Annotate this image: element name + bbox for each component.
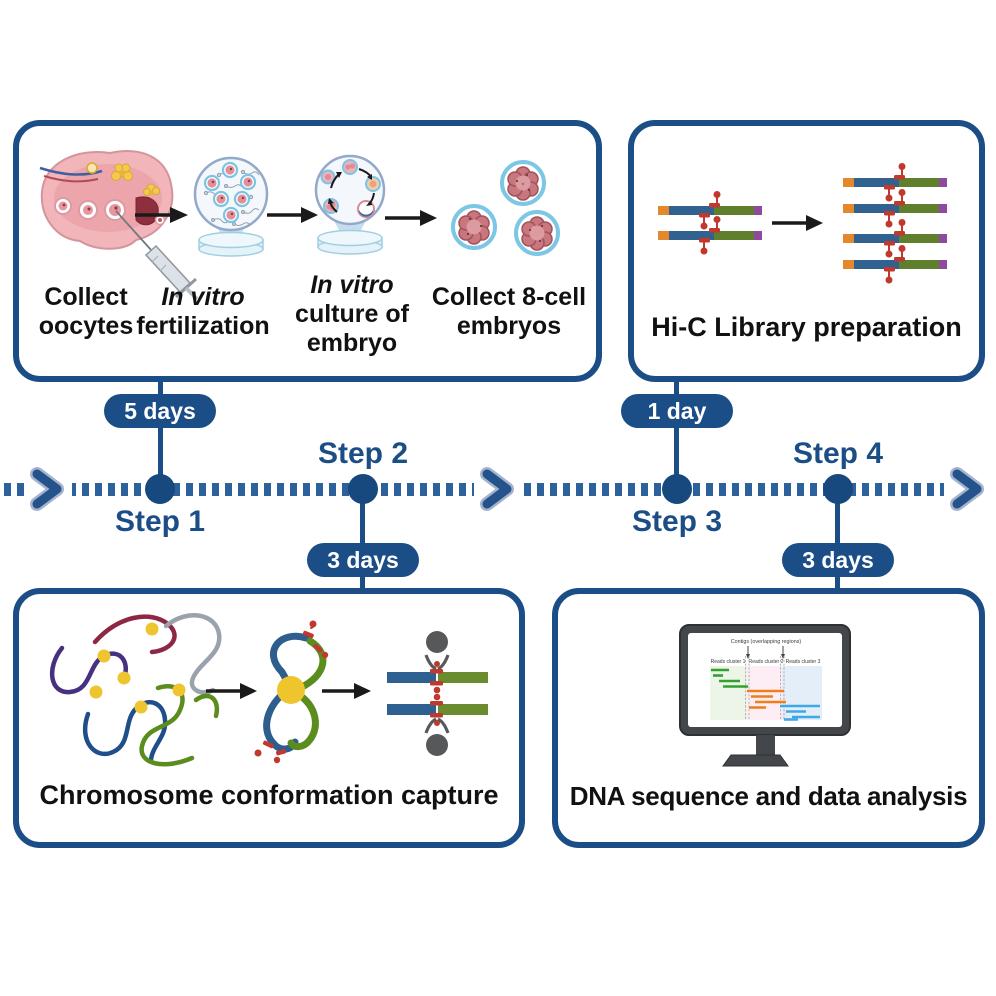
duration-badge-step1: 5 days <box>104 394 216 428</box>
duration-badge-step4: 3 days <box>782 543 894 577</box>
caption-conformation-capture: Chromosome conformation capture <box>39 780 499 810</box>
connector-step1 <box>158 378 163 489</box>
connector-step3 <box>674 378 679 489</box>
duration-badge-step3: 1 day <box>621 394 733 428</box>
caption-collect-oocytes: Collect oocytes <box>38 283 134 340</box>
chevron-right-icon <box>950 467 984 511</box>
timeline-node-step1 <box>145 474 175 504</box>
step2-label: Step 2 <box>317 437 409 470</box>
panel-hic-library <box>628 120 985 382</box>
connector-step2 <box>360 489 365 591</box>
timeline-node-step2 <box>348 474 378 504</box>
caption-collect-embryos: Collect 8-cell embryos <box>431 283 587 340</box>
step3-label: Step 3 <box>631 505 723 538</box>
chevron-right-icon <box>30 467 64 511</box>
step1-label: Step 1 <box>114 505 206 538</box>
caption-data-analysis: DNA sequence and data analysis <box>569 781 968 811</box>
caption-culture: In vitro culture of embryo <box>295 271 409 357</box>
step4-label: Step 4 <box>792 437 884 470</box>
chevron-right-icon <box>480 467 514 511</box>
timeline-node-step3 <box>662 474 692 504</box>
caption-hic-library: Hi-C Library preparation <box>651 312 962 342</box>
connector-step4 <box>835 489 840 591</box>
caption-ivf: In vitro fertilization <box>136 283 270 340</box>
timeline-node-step4 <box>823 474 853 504</box>
duration-badge-step2: 3 days <box>307 543 419 577</box>
